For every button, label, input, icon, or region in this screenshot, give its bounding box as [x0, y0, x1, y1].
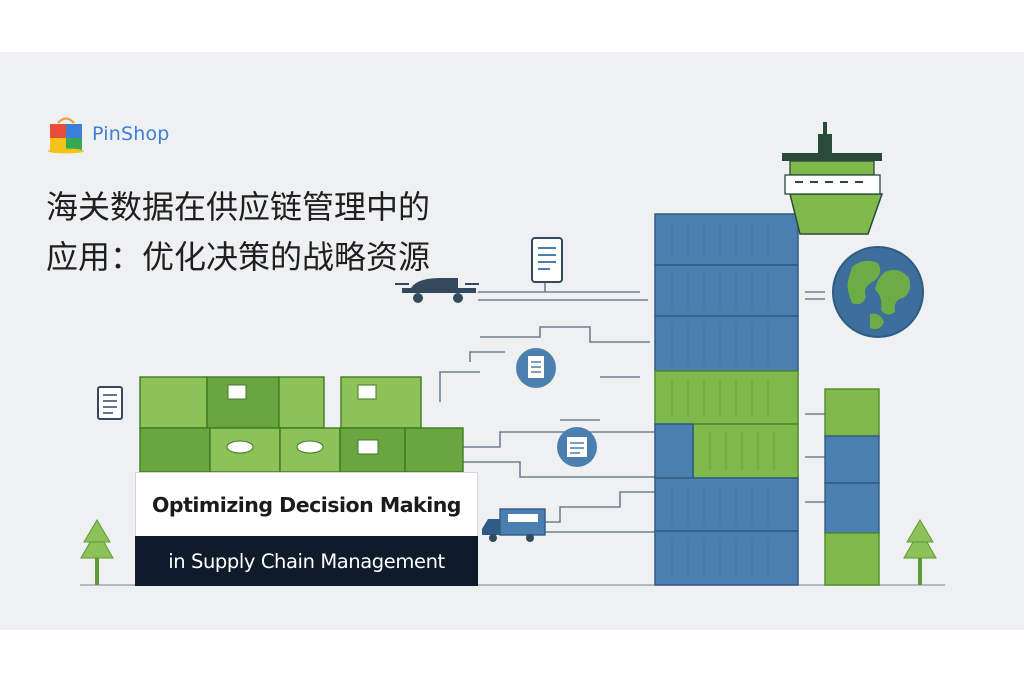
network-lines — [439, 280, 825, 533]
title-line-1: 海关数据在供应链管理中的 — [46, 188, 431, 226]
caption-line-2: in Supply Chain Management — [135, 536, 478, 586]
green-ribs — [671, 379, 775, 470]
data-icon-circle-2 — [557, 427, 597, 467]
supply-chain-scene — [80, 122, 945, 586]
caption-box: Optimizing Decision Making in Supply Cha… — [135, 472, 478, 586]
container-tower — [654, 213, 799, 586]
tablet-icon — [531, 237, 563, 283]
container-stack-left — [139, 376, 464, 473]
document-icon — [97, 386, 123, 420]
page-title: 海关数据在供应链管理中的 应用：优化决策的战略资源 — [46, 182, 516, 282]
brand-logo[interactable]: PinShop — [46, 114, 170, 154]
illustration-canvas: PinShop 海关数据在供应链管理中的 应用：优化决策的战略资源 Optimi… — [0, 52, 1024, 630]
shopping-bag-icon — [48, 117, 84, 154]
globe-icon — [832, 246, 924, 338]
crate-labels — [226, 384, 379, 455]
ship-icon — [782, 122, 884, 235]
truck-icon — [482, 508, 546, 542]
brand-name: PinShop — [92, 123, 170, 145]
drone-icon — [395, 278, 479, 303]
tree-icon — [80, 519, 114, 585]
tree-icon — [903, 519, 937, 585]
container-ribs — [671, 222, 769, 577]
data-icon-circle-1 — [516, 348, 556, 388]
caption-line-1: Optimizing Decision Making — [135, 472, 478, 536]
container-stack-right — [824, 388, 880, 586]
title-line-2: 应用：优化决策的战略资源 — [46, 238, 431, 276]
